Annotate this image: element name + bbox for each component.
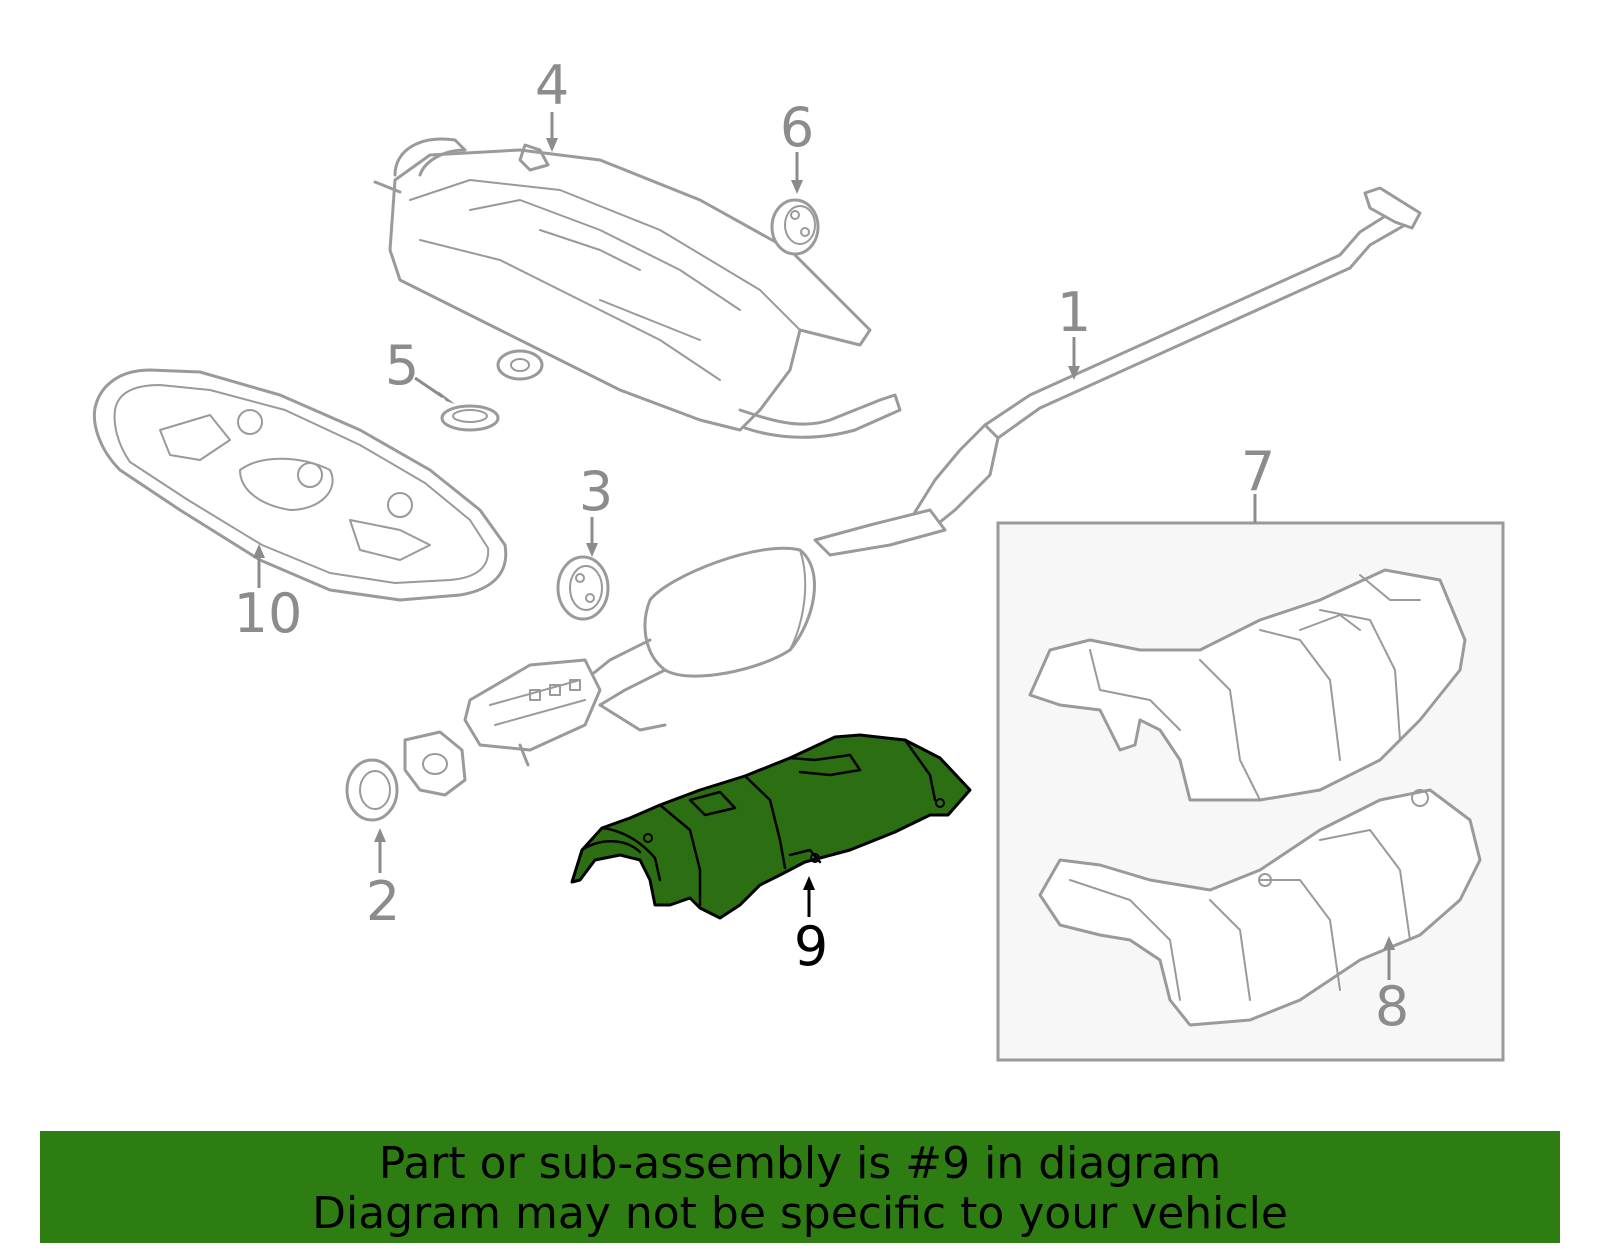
- callout-1: 1: [1057, 281, 1091, 344]
- callout-labels: 4 6 1 5 3 10 7 2 9 8: [234, 54, 1410, 1038]
- banner-line-1: Part or sub-assembly is #9 in diagram: [378, 1138, 1222, 1189]
- callout-5: 5: [385, 334, 419, 397]
- callout-3: 3: [579, 460, 613, 523]
- part-6-hanger[interactable]: [770, 198, 820, 256]
- callout-2: 2: [366, 870, 400, 933]
- part-5-gasket[interactable]: [440, 404, 500, 432]
- callout-7: 7: [1241, 440, 1275, 503]
- banner-line-2: Diagram may not be specific to your vehi…: [312, 1188, 1288, 1239]
- part-4-muffler[interactable]: [373, 137, 902, 439]
- part-3-hanger[interactable]: [556, 555, 610, 621]
- part-7-heat-shield[interactable]: [1028, 568, 1467, 802]
- part-8-heat-shield[interactable]: [1038, 788, 1482, 1027]
- part-1-front-pipe[interactable]: [403, 186, 1422, 797]
- leader-arrows: [253, 112, 1395, 980]
- info-banner: Part or sub-assembly is #9 in diagram Di…: [40, 1131, 1560, 1243]
- part-10-heat-shield[interactable]: [92, 368, 508, 602]
- callout-8: 8: [1375, 975, 1409, 1038]
- callout-4: 4: [535, 54, 569, 117]
- callout-10: 10: [234, 582, 303, 645]
- part-2-gasket[interactable]: [345, 758, 399, 822]
- part-9-heat-shield-highlighted[interactable]: [570, 733, 972, 920]
- callout-9: 9: [794, 915, 828, 978]
- callout-6: 6: [780, 96, 814, 159]
